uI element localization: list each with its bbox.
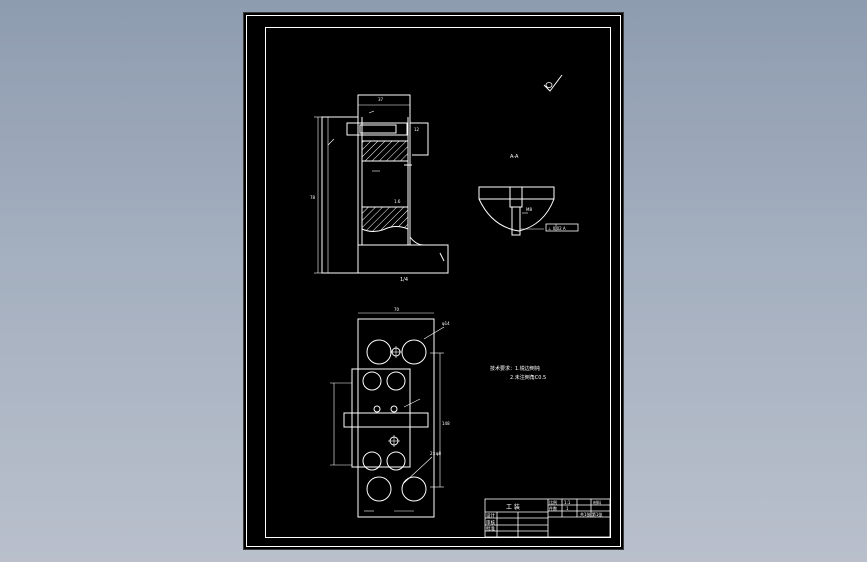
roughness-symbol-icon	[543, 74, 563, 92]
title-block-row-design: 设计	[486, 512, 495, 519]
drawing-sheet: 37 78 12 1.6 1/4 A-A ⊥ 0.02 A M8	[244, 13, 623, 549]
dim-plan-width: 70	[394, 307, 400, 312]
title-block-name: 工 装	[506, 503, 520, 511]
dim-top-width: 37	[378, 97, 384, 102]
title-block-material-label: 材料	[593, 499, 601, 505]
front-view	[314, 94, 449, 274]
thread-label: M8	[526, 207, 532, 212]
title-block-quantity-value: 1	[566, 506, 569, 511]
callout-right: φ14	[442, 321, 450, 326]
title-block-scale-label: 比例	[549, 499, 557, 505]
plan-view	[330, 312, 445, 518]
section-view	[478, 186, 579, 236]
title-block-row-review: 审核	[486, 519, 495, 526]
title-block-sheet-label: 共1张 第1张	[580, 511, 602, 517]
dim-base-text: 1/4	[400, 277, 408, 283]
dim-roughness-mid: 1.6	[394, 199, 401, 204]
outer-border	[246, 15, 621, 547]
section-label: A-A	[510, 154, 519, 160]
note-line-2: 2.未注倒角C0.5	[510, 374, 546, 381]
callout-bottom: 2×φ8	[430, 451, 442, 456]
title-block-scale-value: 1:1	[564, 500, 571, 505]
note-line-1: 技术要求：1.锐边倒钝	[490, 365, 540, 372]
title-block-quantity-label: 件数	[549, 505, 557, 511]
dim-plan-length: 148	[442, 421, 450, 426]
dim-slot-width: 12	[414, 127, 420, 132]
title-block-row-approve: 批准	[486, 525, 495, 532]
dim-height-total: 78	[310, 195, 316, 200]
tolerance-box-text: ⊥ 0.02 A	[548, 226, 566, 231]
cad-drawing: 37 78 12 1.6 1/4 A-A ⊥ 0.02 A M8	[246, 15, 621, 547]
title-block	[484, 498, 611, 538]
inner-frame	[265, 27, 611, 538]
